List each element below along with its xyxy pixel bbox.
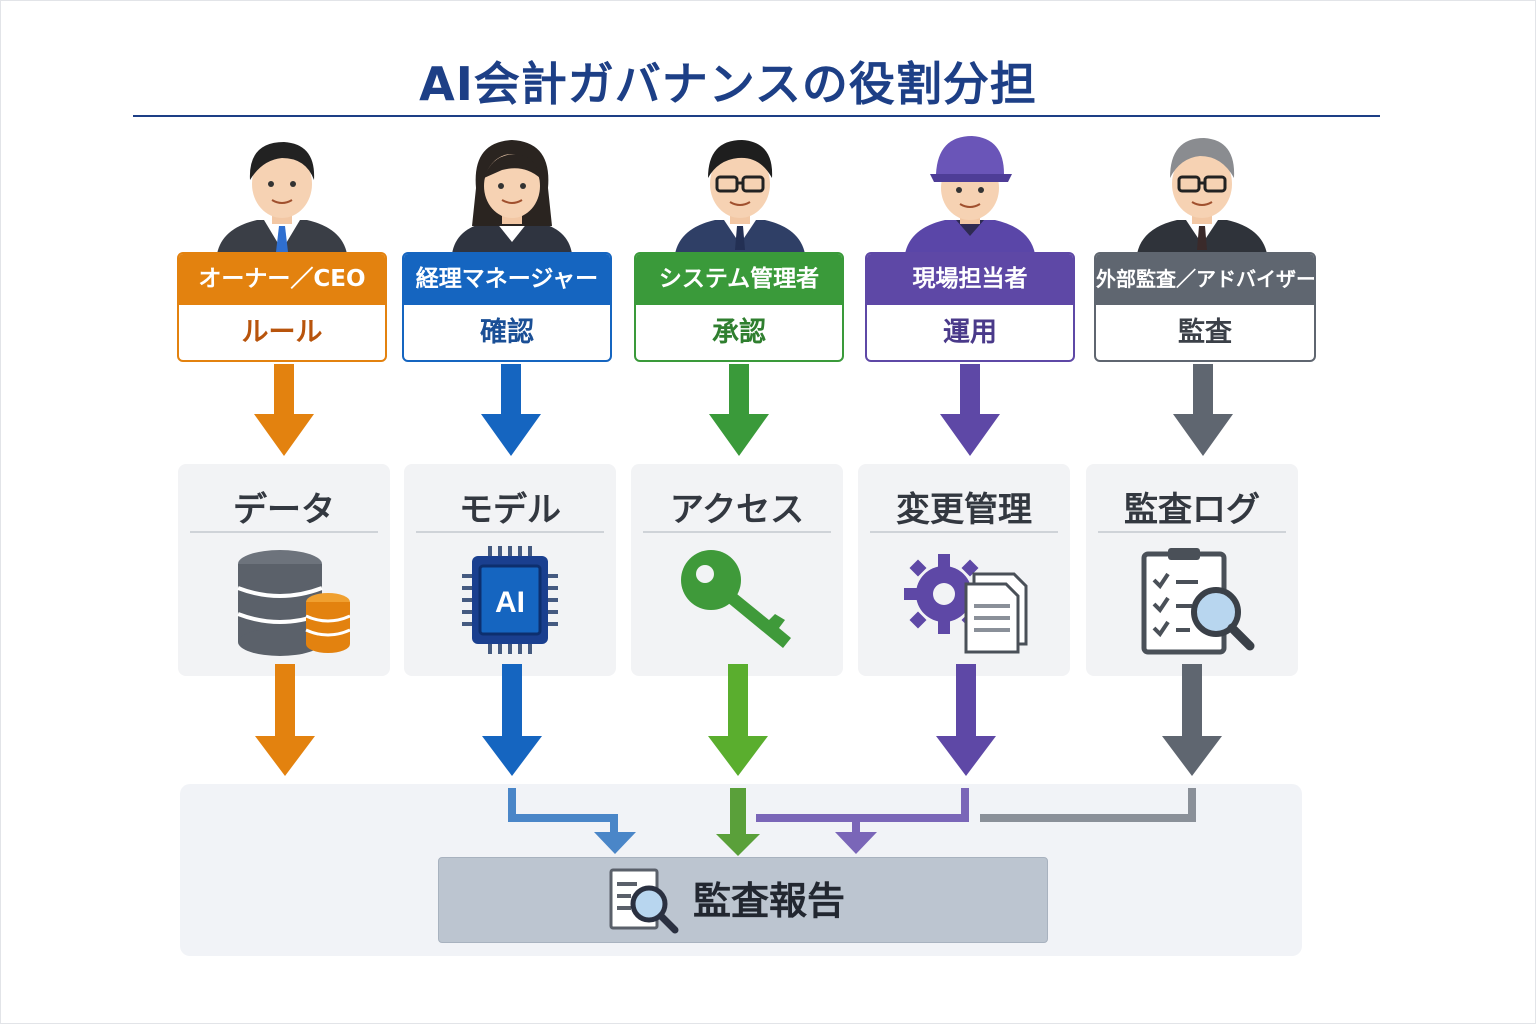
domain-card-change-management: 変更管理 — [858, 464, 1070, 676]
diagram-title: AI会計ガバナンスの役割分担 — [419, 57, 1037, 111]
domain-label: データ — [233, 490, 335, 530]
domain-rule — [416, 531, 604, 533]
role-box-finance-manager: 経理マネージャー 確認 — [402, 252, 612, 362]
role-name: 外部監査／アドバイザー — [1096, 254, 1314, 305]
domain-label: 監査ログ — [1124, 490, 1260, 530]
role-duty: 運用 — [943, 317, 997, 348]
role-name: 経理マネージャー — [404, 254, 610, 305]
role-box-external-auditor: 外部監査／アドバイザー 監査 — [1094, 252, 1316, 362]
gear-document-icon — [904, 554, 1028, 654]
domain-rule — [870, 531, 1058, 533]
domain-card-data: データ — [178, 464, 390, 676]
external-auditor-avatar — [1137, 138, 1267, 254]
role-box-system-admin: システム管理者 承認 — [634, 252, 844, 362]
arrow-change-down — [936, 664, 996, 776]
domain-rule — [643, 531, 831, 533]
role-duty: 承認 — [712, 317, 766, 348]
arrow-field-to-change — [940, 364, 1000, 456]
field-staff-avatar — [905, 136, 1035, 254]
domain-label: アクセス — [669, 490, 805, 530]
owner-ceo-avatar — [217, 142, 347, 254]
key-icon — [681, 550, 791, 648]
chip-text: AI — [495, 586, 525, 619]
role-duty: 確認 — [480, 317, 534, 348]
system-admin-avatar — [675, 140, 805, 254]
arrow-log-down — [1162, 664, 1222, 776]
arrow-owner-to-data — [254, 364, 314, 456]
domain-card-model: モデル AI — [404, 464, 616, 676]
role-duty: ルール — [241, 317, 323, 348]
database-icon — [237, 550, 350, 656]
domain-card-access: アクセス — [631, 464, 843, 676]
domain-label: 変更管理 — [896, 490, 1032, 530]
audit-report-box: 監査報告 — [438, 857, 1048, 943]
arrow-access-down — [708, 664, 768, 776]
audit-report-label: 監査報告 — [693, 879, 846, 923]
domain-card-audit-log: 監査ログ — [1086, 464, 1298, 676]
role-box-field-staff: 現場担当者 運用 — [865, 252, 1075, 362]
arrow-data-down — [255, 664, 315, 776]
role-box-owner-ceo: オーナー／CEO ルール — [177, 252, 387, 362]
domain-label: モデル — [459, 490, 561, 530]
ai-chip-icon: AI — [462, 546, 558, 654]
finance-manager-avatar — [452, 140, 572, 254]
clipboard-search-icon — [1141, 548, 1255, 655]
arrow-manager-to-model — [481, 364, 541, 456]
role-name: オーナー／CEO — [179, 254, 385, 305]
arrow-model-down — [482, 664, 542, 776]
title-rule — [133, 115, 1380, 117]
role-name: システム管理者 — [636, 254, 842, 305]
domain-rule — [190, 531, 378, 533]
report-search-icon — [609, 868, 679, 934]
domain-rule — [1098, 531, 1286, 533]
role-duty: 監査 — [1178, 317, 1232, 348]
role-name: 現場担当者 — [867, 254, 1073, 305]
arrow-admin-to-access — [709, 364, 769, 456]
arrow-auditor-to-log — [1173, 364, 1233, 456]
